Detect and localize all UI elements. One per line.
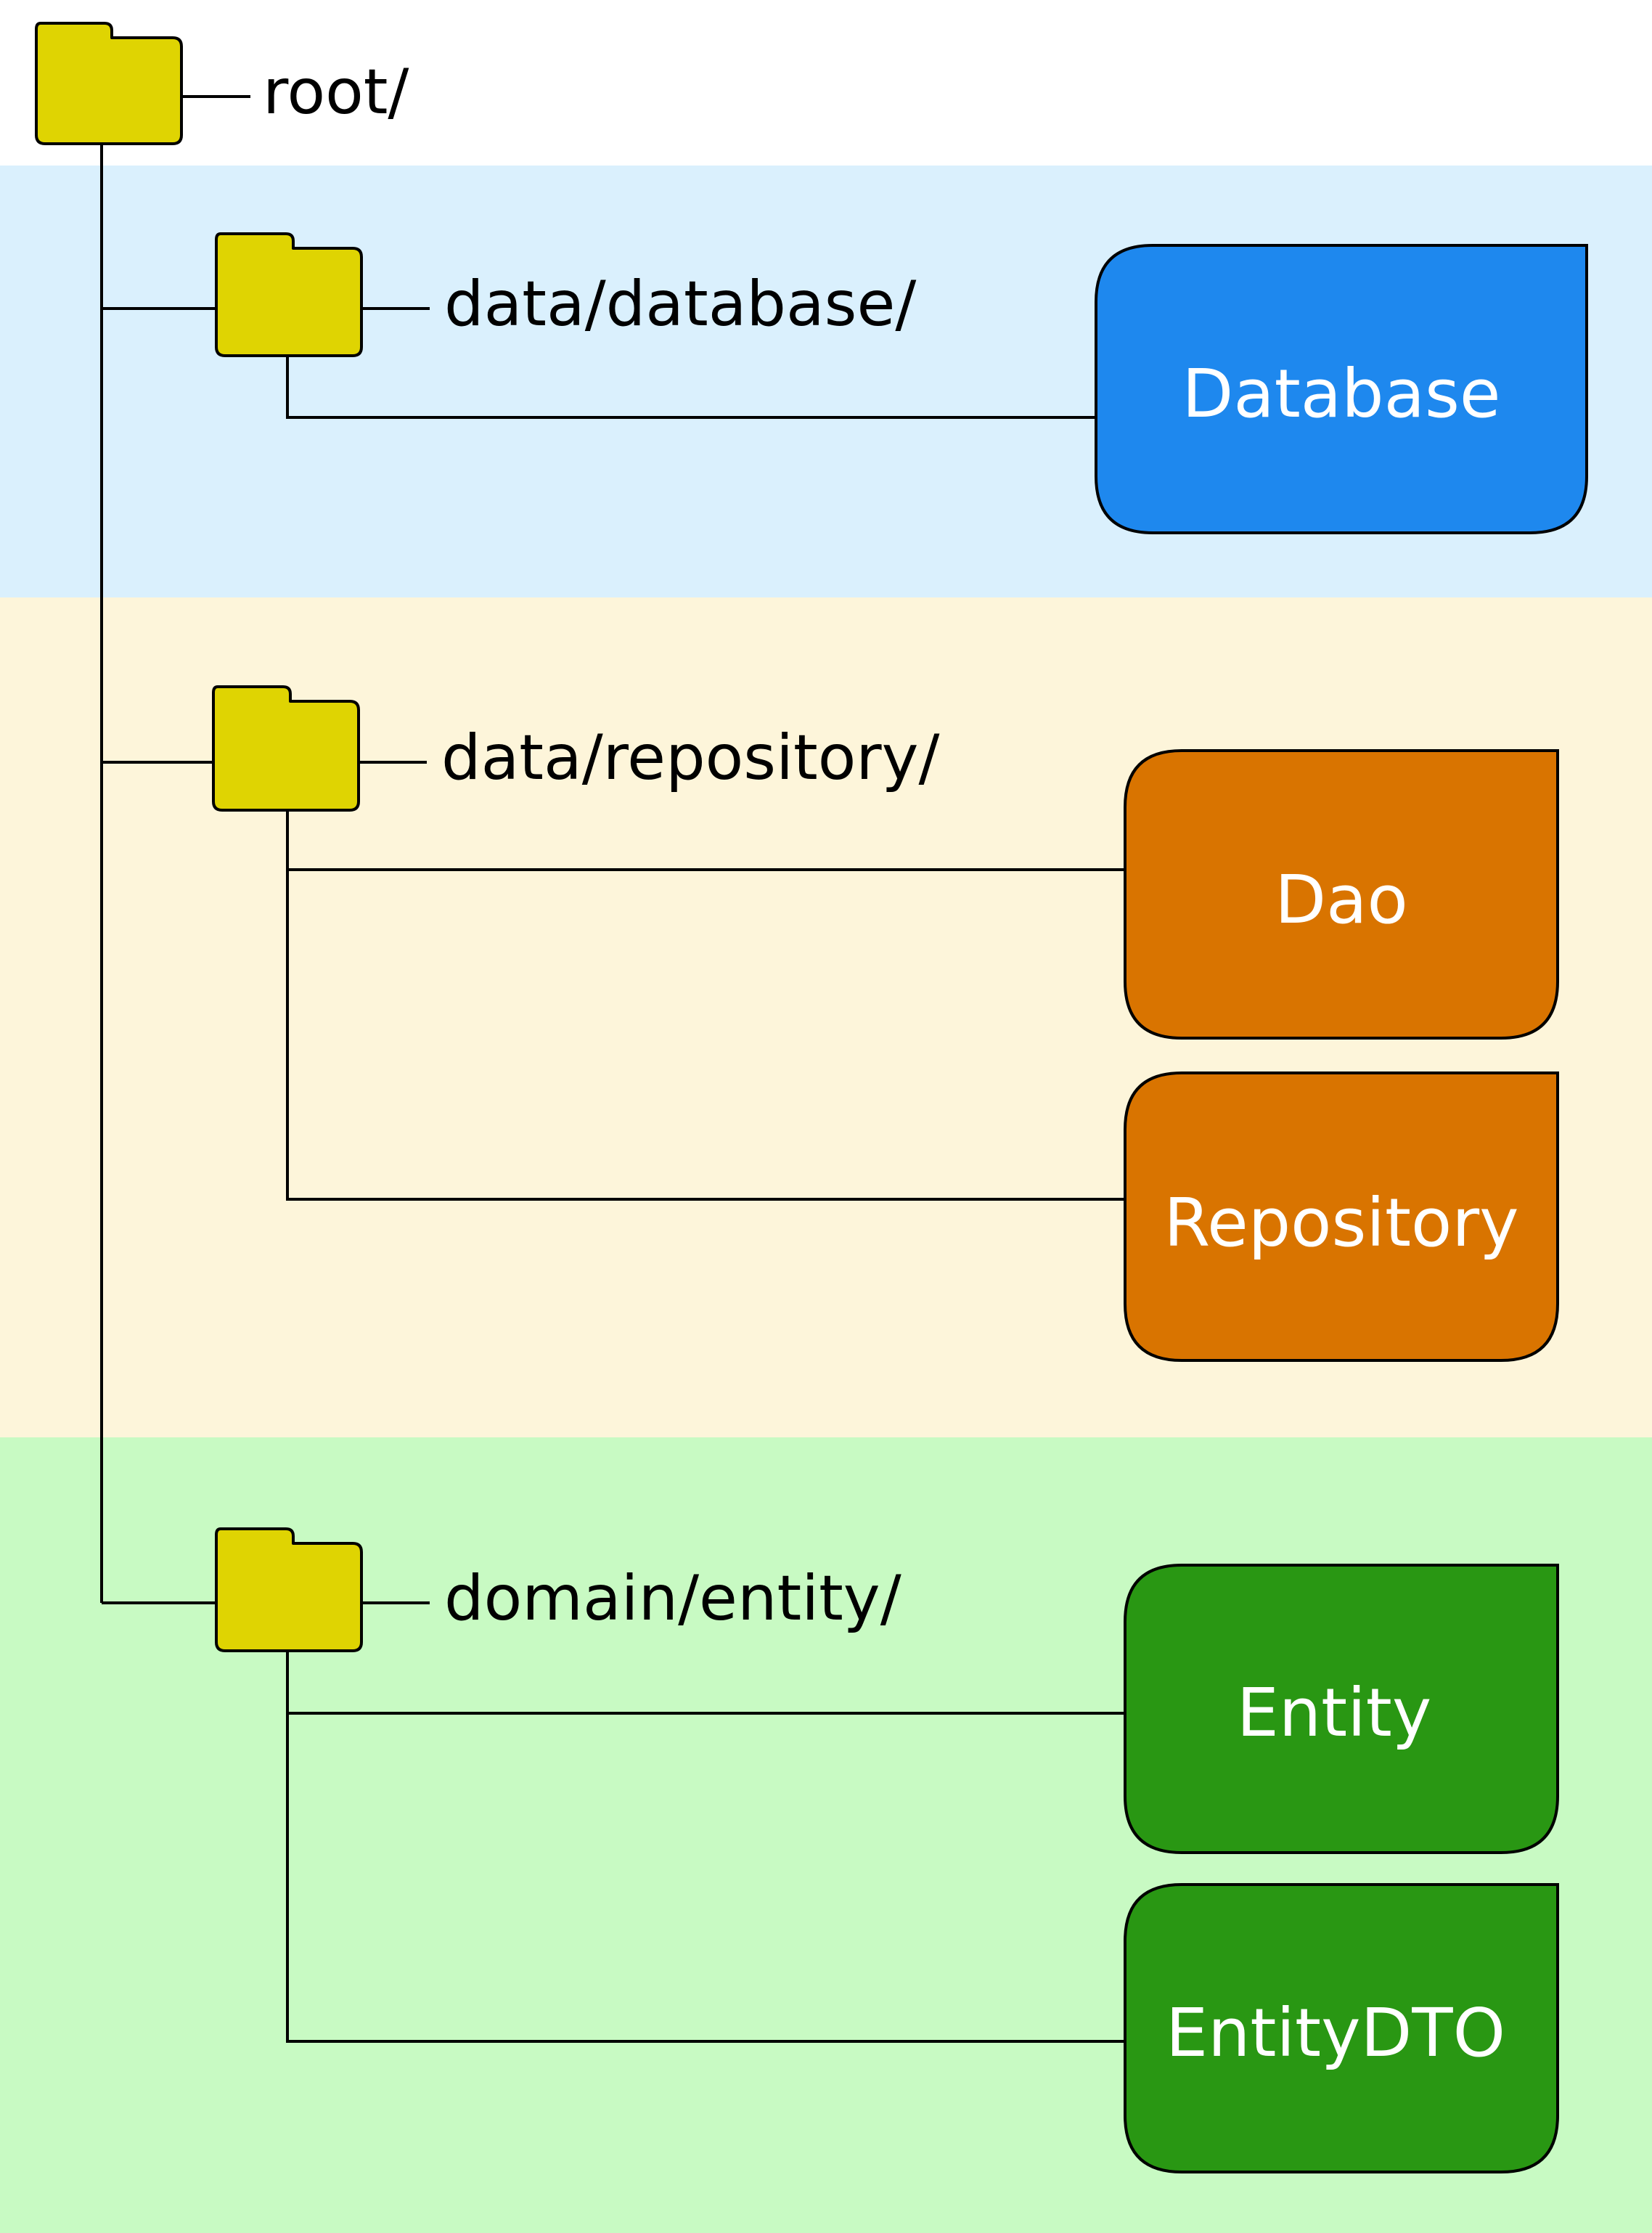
card-label: Repository bbox=[1164, 1184, 1518, 1262]
card-entity-dto[interactable]: EntityDTO bbox=[1124, 1883, 1559, 2173]
folder-icon bbox=[212, 685, 360, 812]
card-database[interactable]: Database bbox=[1095, 244, 1588, 534]
folder-label: data/database/ bbox=[444, 268, 916, 340]
card-label: Database bbox=[1182, 355, 1501, 433]
folder-icon bbox=[35, 22, 183, 145]
card-entity[interactable]: Entity bbox=[1124, 1564, 1559, 1854]
connector-to-database bbox=[286, 356, 1095, 419]
root-node[interactable]: root/ bbox=[35, 22, 409, 145]
connector-to-repository bbox=[286, 870, 1124, 1201]
root-label: root/ bbox=[263, 56, 409, 128]
card-label: Dao bbox=[1275, 861, 1408, 939]
card-repository[interactable]: Repository bbox=[1124, 1071, 1559, 1362]
folder-node-domain-entity[interactable]: domain/entity/ bbox=[102, 1527, 1124, 2043]
connector-to-entity-dto bbox=[286, 1713, 1124, 2043]
card-label: Entity bbox=[1237, 1674, 1432, 1752]
folder-icon bbox=[215, 1527, 363, 1652]
folder-node-data-repository[interactable]: data/repository/ bbox=[102, 685, 1124, 1201]
folder-node-data-database[interactable]: data/database/ bbox=[102, 232, 1095, 419]
card-dao[interactable]: Dao bbox=[1124, 749, 1559, 1040]
folder-label: data/repository/ bbox=[441, 722, 940, 794]
folder-icon bbox=[215, 232, 363, 357]
card-label: EntityDTO bbox=[1166, 1994, 1505, 2072]
folder-label: domain/entity/ bbox=[444, 1562, 901, 1635]
